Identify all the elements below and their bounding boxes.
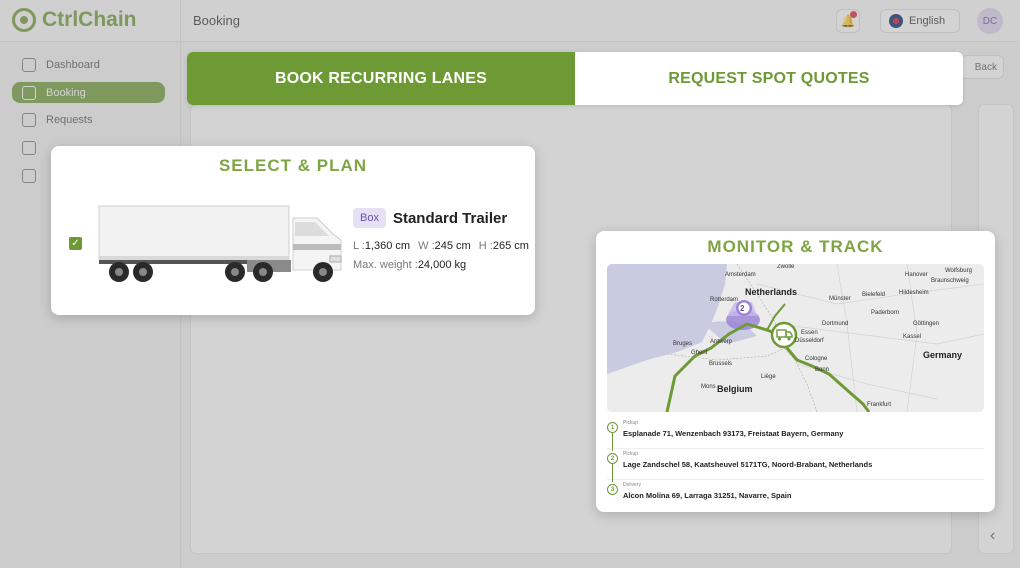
height-value: 265 cm bbox=[492, 240, 529, 252]
stop-address: Alcon Molina 69, Larraga 31251, Navarre,… bbox=[623, 491, 792, 500]
trailer-type-badge: Box bbox=[353, 208, 386, 228]
sidebar-item-label: Booking bbox=[46, 86, 86, 99]
map-label: Amsterdam bbox=[725, 272, 756, 278]
stop-address: Esplanade 71, Wenzenbach 93173, Freistaa… bbox=[623, 429, 844, 438]
map-label: Hildesheim bbox=[899, 290, 929, 296]
logo-text: CtrlChain bbox=[42, 8, 137, 31]
map-label: Düsseldorf bbox=[795, 338, 824, 344]
tab-book-recurring-lanes[interactable]: BOOK RECURRING LANES bbox=[187, 52, 575, 105]
stop-type: Delivery bbox=[623, 482, 642, 488]
map-label: Netherlands bbox=[745, 287, 798, 297]
top-bar: CtrlChain Booking 🔔 English DC bbox=[0, 0, 1020, 42]
stop-connector bbox=[612, 464, 613, 482]
language-label: English bbox=[909, 15, 946, 27]
sidebar-item-routes[interactable] bbox=[12, 165, 165, 186]
page-title: Booking bbox=[193, 13, 240, 28]
logo[interactable]: CtrlChain bbox=[12, 8, 137, 32]
sidebar-item-requests[interactable]: Requests bbox=[12, 109, 165, 130]
route-stops-list: 1 Pickup Esplanade 71, Wenzenbach 93173,… bbox=[607, 418, 984, 511]
trailer-name: Standard Trailer bbox=[392, 209, 508, 227]
route-icon bbox=[22, 168, 36, 183]
map-label: Rotterdam bbox=[710, 297, 739, 303]
map-label: Antwerp bbox=[710, 339, 733, 345]
booking-mode-tabs: BOOK RECURRING LANES REQUEST SPOT QUOTES bbox=[187, 52, 963, 105]
logo-icon bbox=[12, 8, 36, 32]
weight-label: Max. weight : bbox=[353, 259, 418, 271]
chevron-left-icon[interactable]: ‹ bbox=[990, 527, 996, 544]
map-label: Bielefeld bbox=[862, 292, 886, 298]
width-value: 245 cm bbox=[434, 240, 471, 252]
route-map[interactable]: 2 Amsterdam Zwolle Hanover Wolfsburg Bra… bbox=[607, 264, 984, 412]
height-label: H : bbox=[478, 240, 493, 252]
map-label: Essen bbox=[801, 330, 818, 336]
list-item[interactable]: 3 Delivery Alcon Molina 69, Larraga 3125… bbox=[607, 480, 984, 511]
map-label: Hanover bbox=[905, 272, 928, 278]
notification-dot bbox=[850, 11, 857, 18]
map-label: Brussels bbox=[709, 361, 733, 367]
map-label: Germany bbox=[923, 350, 963, 360]
list-item[interactable]: 2 Pickup Lage Zandschel 58, Kaatsheuvel … bbox=[607, 449, 984, 482]
uk-flag-icon bbox=[889, 14, 903, 28]
map-graphic bbox=[607, 264, 984, 412]
map-label: Liège bbox=[761, 374, 776, 380]
monitor-track-card: MONITOR & TRACK bbox=[596, 231, 995, 512]
sidebar-item-dashboard[interactable]: Dashboard bbox=[12, 54, 165, 75]
list-item[interactable]: 1 Pickup Esplanade 71, Wenzenbach 93173,… bbox=[607, 418, 984, 451]
avatar[interactable]: DC bbox=[977, 8, 1003, 34]
map-label: Kassel bbox=[903, 334, 922, 340]
stop-type: Pickup bbox=[623, 420, 639, 426]
truck-icon bbox=[22, 85, 36, 100]
map-label: Paderborn bbox=[871, 310, 900, 316]
trailer-details: Box Standard Trailer L :1,360 cm W :245 … bbox=[353, 208, 534, 271]
sidebar-item-label: Dashboard bbox=[46, 58, 100, 71]
map-label: Braunschweig bbox=[931, 278, 969, 284]
map-label: Mons bbox=[701, 384, 716, 390]
sidebar-item-label: Requests bbox=[46, 113, 93, 126]
sidebar-item-booking[interactable]: Booking bbox=[12, 82, 165, 103]
weight-value: 24,000 kg bbox=[417, 259, 467, 271]
monitor-track-title: MONITOR & TRACK bbox=[707, 237, 884, 256]
trailer-dimensions: L :1,360 cm W :245 cm H :265 cm bbox=[353, 240, 534, 252]
select-plan-card: SELECT & PLAN ✓ Box Standard Trailer bbox=[51, 146, 535, 315]
length-value: 1,360 cm bbox=[364, 240, 411, 252]
back-button[interactable]: Back bbox=[960, 55, 1004, 79]
map-label: Göttingen bbox=[913, 321, 940, 327]
length-label: L : bbox=[353, 240, 365, 252]
stop-number: 1 bbox=[607, 422, 618, 433]
trailer-max-weight: Max. weight :24,000 kg bbox=[353, 259, 534, 271]
inbox-icon bbox=[22, 112, 36, 127]
stop-type: Pickup bbox=[623, 451, 639, 457]
truck-image bbox=[98, 205, 342, 282]
map-label: Cologne bbox=[805, 356, 828, 362]
trailer-checkbox[interactable]: ✓ bbox=[69, 237, 82, 250]
cluster-count[interactable]: 2 bbox=[740, 304, 745, 313]
map-label: Wolfsburg bbox=[945, 268, 972, 274]
stop-number: 3 bbox=[607, 484, 618, 495]
notifications-button[interactable]: 🔔 bbox=[836, 9, 860, 33]
map-label: Bruges bbox=[673, 341, 693, 347]
map-label: Belgium bbox=[717, 384, 753, 394]
map-label: Bonn bbox=[815, 367, 830, 373]
select-plan-title: SELECT & PLAN bbox=[218, 156, 368, 175]
map-label: Frankfurt bbox=[867, 402, 892, 408]
map-label: Münster bbox=[829, 296, 851, 302]
width-label: W : bbox=[418, 240, 435, 252]
map-label: Dortmund bbox=[822, 321, 849, 327]
map-label: Ghent bbox=[691, 350, 708, 356]
stop-address: Lage Zandschel 58, Kaatsheuvel 5171TG, N… bbox=[623, 460, 873, 469]
map-label: Zwolle bbox=[777, 264, 795, 270]
document-icon bbox=[22, 140, 36, 155]
tab-request-spot-quotes[interactable]: REQUEST SPOT QUOTES bbox=[575, 52, 963, 105]
sidebar-item-documents[interactable] bbox=[12, 137, 165, 158]
language-selector[interactable]: English bbox=[880, 9, 960, 33]
dashboard-icon bbox=[22, 57, 36, 72]
stop-connector bbox=[612, 433, 613, 451]
stop-number: 2 bbox=[607, 453, 618, 464]
